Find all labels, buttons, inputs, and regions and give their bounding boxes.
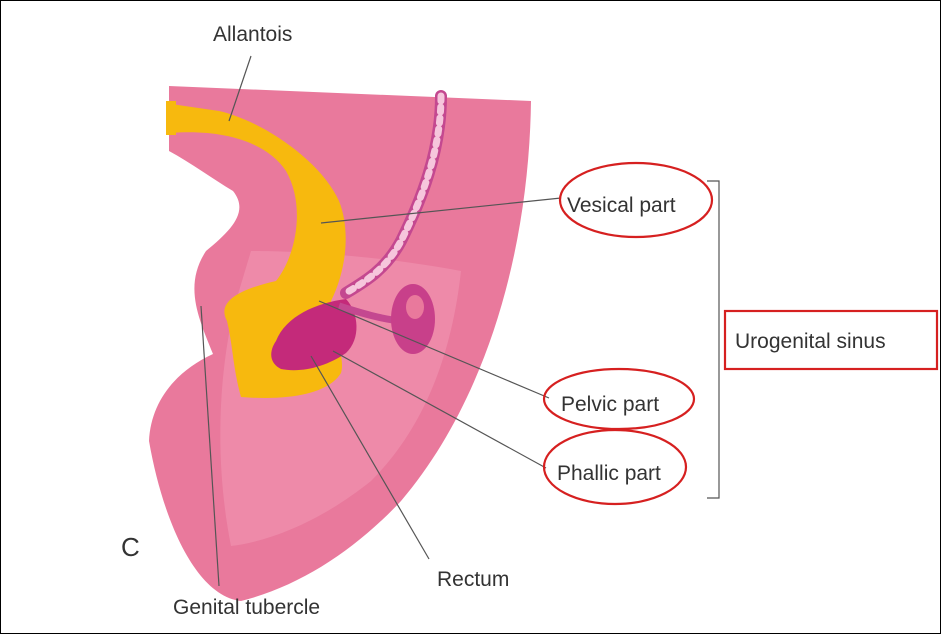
sinus-bracket [707, 181, 719, 498]
genital-tubercle-label: Genital tubercle [173, 596, 320, 619]
vesical-part-label: Vesical part [567, 194, 676, 217]
phallic-part-label: Phallic part [557, 462, 661, 485]
allantois-label: Allantois [213, 23, 292, 46]
kidney-bud-inner [406, 295, 424, 319]
allantois-tip [166, 101, 176, 135]
kidney-bud [391, 284, 435, 354]
urogenital-sinus-label: Urogenital sinus [735, 330, 886, 353]
panel-letter-label: C [121, 532, 140, 562]
rectum-label: Rectum [437, 568, 509, 591]
pelvic-part-label: Pelvic part [561, 393, 659, 416]
